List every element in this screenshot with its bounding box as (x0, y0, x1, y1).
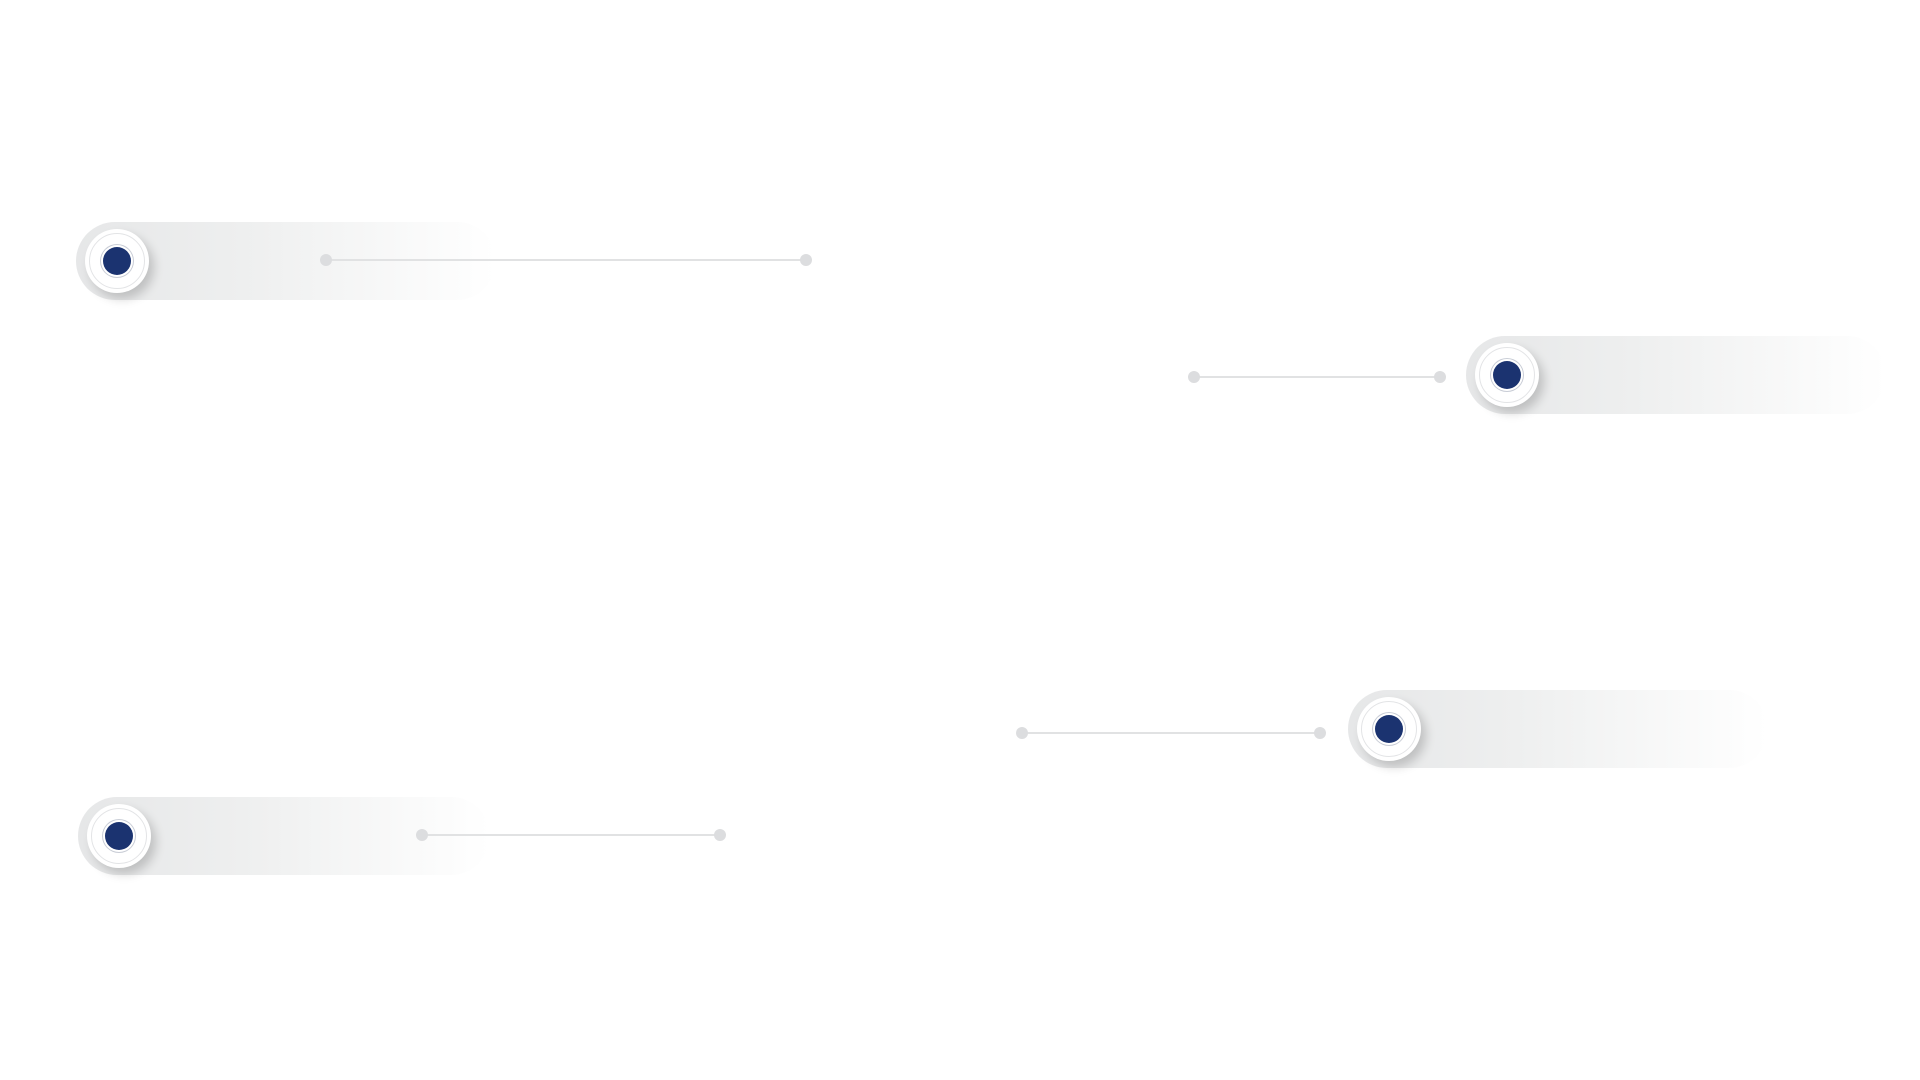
connector-end-dot (1434, 371, 1446, 383)
connector-line-1 (320, 254, 812, 266)
marker-dot-icon (1375, 715, 1403, 743)
marker-dot-icon (1493, 361, 1521, 389)
step-badge-4 (1357, 697, 1421, 761)
step-band-1 (76, 222, 496, 300)
badge-ring (89, 233, 145, 289)
step-badge-3 (87, 804, 151, 868)
connector-start-dot (416, 829, 428, 841)
badge-ring (1361, 701, 1417, 757)
connector-start-dot (1016, 727, 1028, 739)
badge-ring (1479, 347, 1535, 403)
step-band-3 (78, 797, 490, 875)
badge-ring (91, 808, 147, 864)
step-band-2 (1466, 336, 1886, 414)
connector-line-3 (416, 829, 726, 841)
connector-end-dot (1314, 727, 1326, 739)
connector-end-dot (800, 254, 812, 266)
connector-line-4 (1016, 727, 1326, 739)
step-band-4 (1348, 690, 1768, 768)
step-badge-2 (1475, 343, 1539, 407)
connector-start-dot (320, 254, 332, 266)
connector-line-2 (1188, 371, 1446, 383)
connector-end-dot (714, 829, 726, 841)
connector-start-dot (1188, 371, 1200, 383)
marker-dot-icon (105, 822, 133, 850)
marker-dot-icon (103, 247, 131, 275)
step-badge-1 (85, 229, 149, 293)
